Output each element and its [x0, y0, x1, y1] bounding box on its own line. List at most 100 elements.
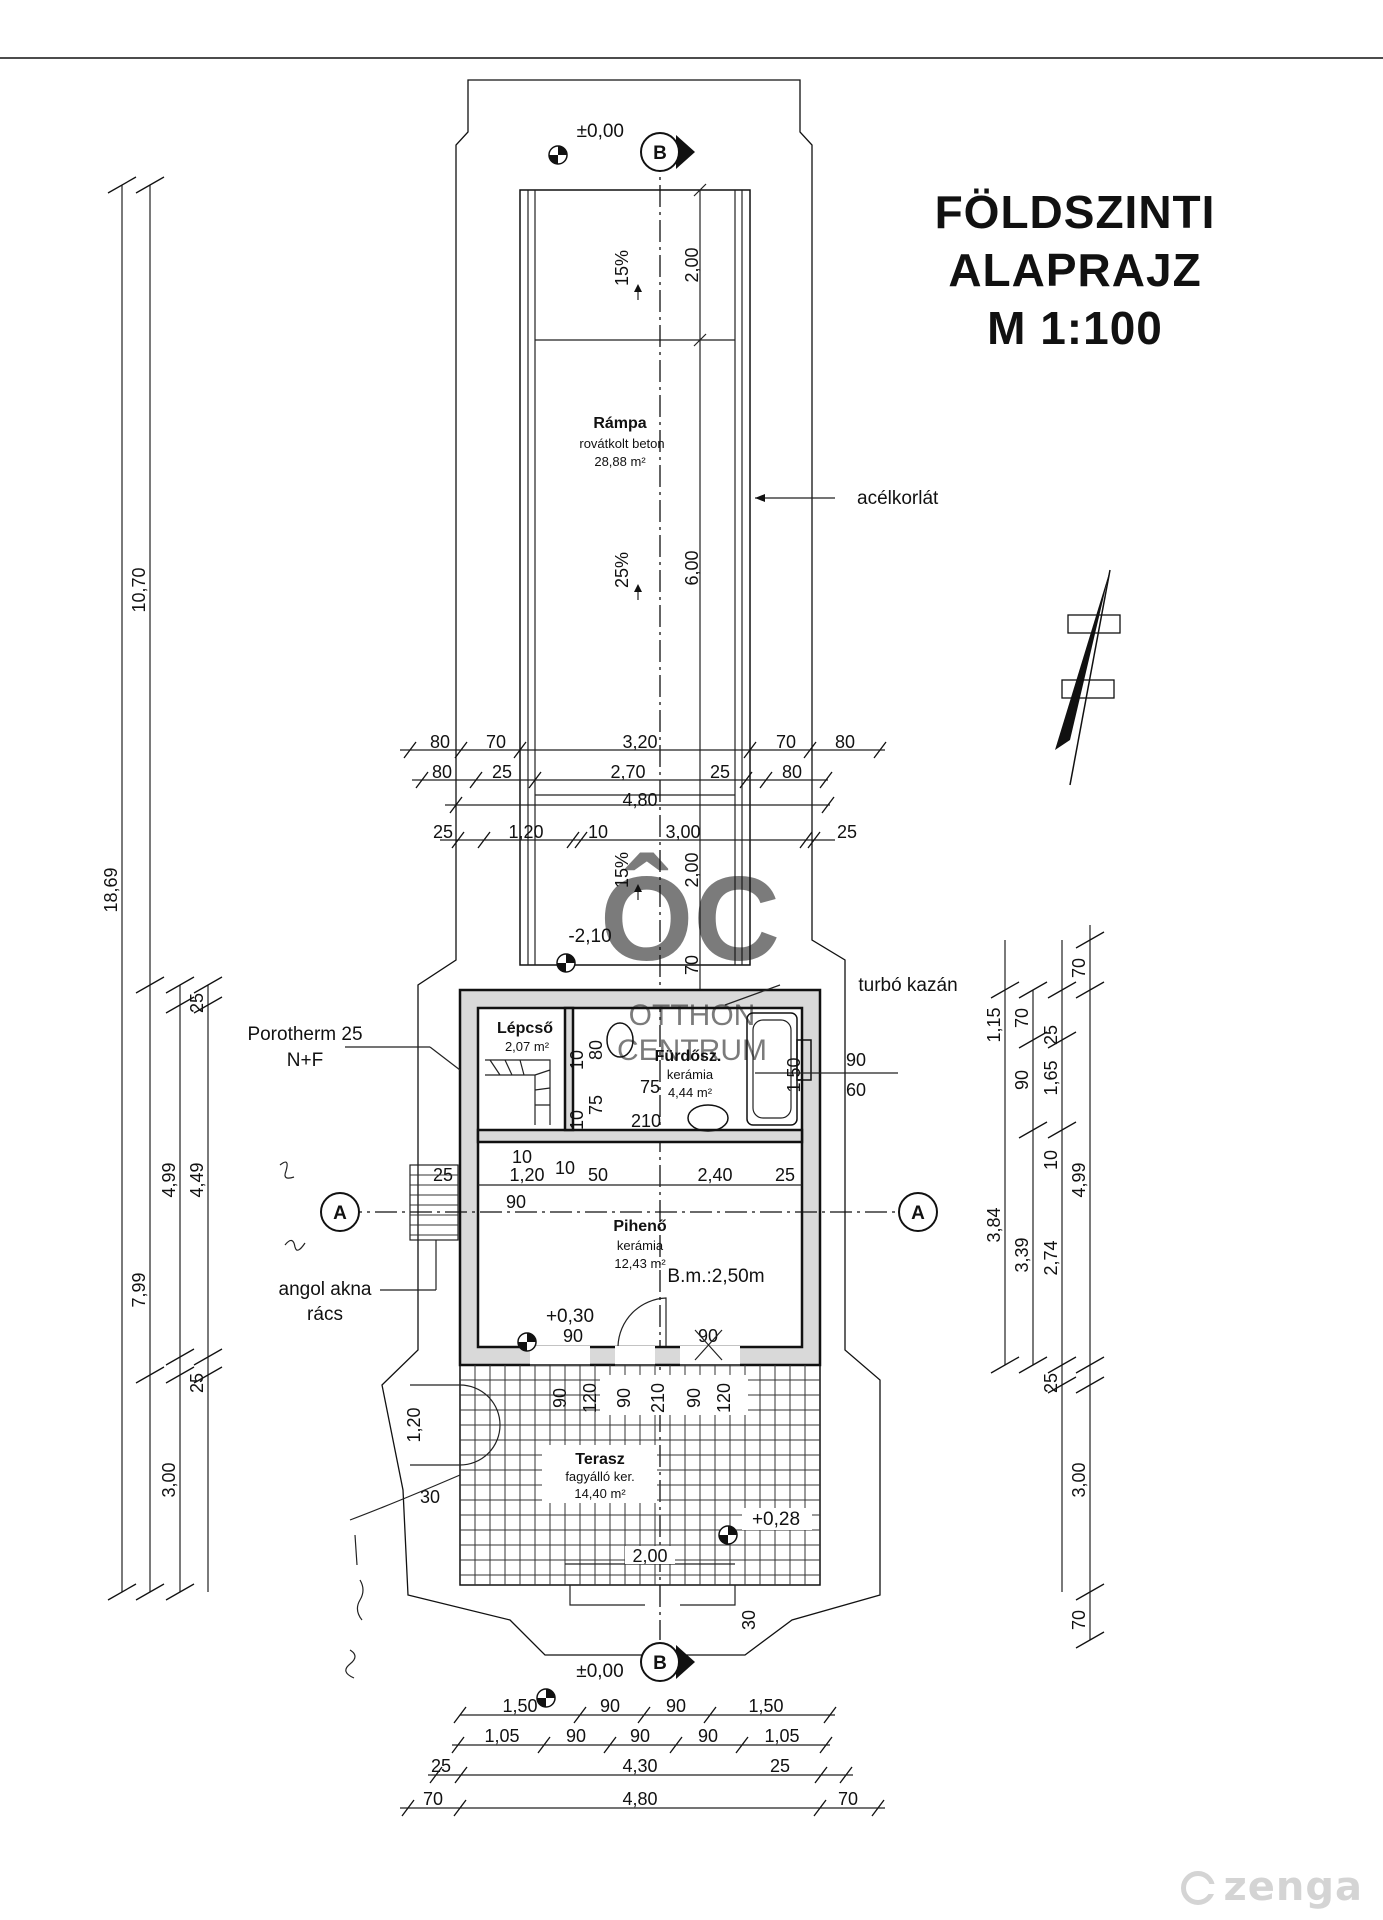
- rest-name: Pihenő: [613, 1218, 667, 1235]
- ramp-finish: rovátkolt beton: [579, 436, 664, 451]
- section-mark-b-bottom: B ±0,00: [536, 1642, 695, 1708]
- terrace: Terasz fagyálló ker. 14,40 m² 90 120 90 …: [404, 1364, 821, 1630]
- dim-right-9: 2,74: [1041, 1240, 1061, 1275]
- slope-1: 15%: [612, 250, 632, 286]
- dimension-chain-upper: 80 70 3,20 70 80 80 25 2,70 25 80 4,80 2…: [400, 732, 887, 849]
- terrace-t5: 90: [684, 1388, 704, 1408]
- dim-r2-2: 2,70: [610, 762, 645, 782]
- dim-b4-2: 70: [838, 1789, 858, 1809]
- section-a-right-label: A: [911, 1203, 925, 1224]
- dim-r2-4: 80: [782, 762, 802, 782]
- title-line-1: FÖLDSZINTI: [935, 186, 1216, 238]
- inner-i4: 2,40: [697, 1165, 732, 1185]
- dim-right-7: 3,84: [984, 1207, 1004, 1242]
- section-axis-a: A A: [320, 1192, 938, 1232]
- rest-room: Pihenő kerámia 12,43 m² B.m.:2,50m +0,30…: [517, 1218, 765, 1361]
- rest-height: B.m.:2,50m: [667, 1266, 764, 1287]
- terrace-t2: 120: [580, 1383, 600, 1413]
- watermark-line-2: CENTRUM: [617, 1034, 767, 1067]
- boiler-text: turbó kazán: [858, 975, 957, 996]
- dim-left-a: 10,70: [129, 567, 149, 612]
- zenga-brand-text: zenga: [1223, 1864, 1363, 1910]
- dim-right-11: 3,00: [1069, 1462, 1089, 1497]
- terrace-width: 2,00: [632, 1546, 667, 1566]
- terrace-t4: 210: [648, 1383, 668, 1413]
- bath-d4: 210: [631, 1111, 661, 1131]
- dim-r4-4: 25: [837, 822, 857, 842]
- bath-finish: kerámia: [667, 1067, 714, 1082]
- rest-area: 12,43 m²: [614, 1256, 666, 1271]
- dim-left-c-0: 25: [187, 993, 207, 1013]
- rest-finish: kerámia: [617, 1238, 664, 1253]
- dim-r2-0: 80: [432, 762, 452, 782]
- dim-right-4: 1,65: [1041, 1060, 1061, 1095]
- plan-title: FÖLDSZINTI ALAPRAJZ M 1:100: [935, 186, 1216, 354]
- boiler-gap: 70: [682, 955, 702, 975]
- zenga-logo: zenga: [1181, 1864, 1363, 1910]
- level-ramp-low: -2,10: [556, 926, 612, 973]
- terrace-bottom-gap: 30: [739, 1610, 759, 1630]
- dim-right-8: 3,39: [1012, 1237, 1032, 1272]
- dim-b1-0: 1,50: [502, 1696, 537, 1716]
- dim-right-2: 25: [1041, 1025, 1061, 1045]
- dim-b2-0: 1,05: [484, 1726, 519, 1746]
- dim-b2-2: 90: [630, 1726, 650, 1746]
- dim-r1-3: 70: [776, 732, 796, 752]
- section-b-top-label: B: [653, 143, 667, 164]
- dim-b3-1: 4,30: [622, 1756, 657, 1776]
- inner-i1: 1,20: [509, 1165, 544, 1185]
- dim-right-10: 25: [1041, 1373, 1061, 1393]
- dim-left-c-1: 4,99: [159, 1162, 179, 1197]
- dim-left-c-4: 3,00: [159, 1462, 179, 1497]
- dim-r1-1: 70: [486, 732, 506, 752]
- stair-area: 2,07 m²: [505, 1039, 550, 1054]
- dim-b2-1: 90: [566, 1726, 586, 1746]
- terrace-corner-dim: 30: [420, 1487, 440, 1507]
- bath-dim-w: 90: [846, 1050, 866, 1070]
- level-floor: +0,30: [546, 1306, 594, 1327]
- grate-label-2: rács: [307, 1304, 343, 1325]
- dim-r3: 4,80: [622, 790, 657, 810]
- inner-i3: 50: [588, 1165, 608, 1185]
- section-b-bottom-label: B: [653, 1653, 667, 1674]
- railing-label: acélkorlát: [755, 488, 939, 509]
- level-ramp-low-text: -2,10: [568, 926, 611, 947]
- dim-r4-1: 1,20: [508, 822, 543, 842]
- dim-b2-4: 1,05: [764, 1726, 799, 1746]
- otthon-centrum-watermark: ÔC OTTHON CENTRUM: [600, 851, 780, 1067]
- dim-right-0: 1,15: [984, 1007, 1004, 1042]
- dim-right-1: 70: [1012, 1008, 1032, 1028]
- bathroom: Fürdősz. kerámia 4,44 m² 90 60 1,50 80 1…: [567, 1012, 898, 1132]
- bath-d5: 10: [567, 1110, 587, 1130]
- inner-i8: 10: [512, 1147, 532, 1167]
- inner-dimensions: 1,20 10 50 2,40 25 25 90 10: [433, 1147, 802, 1212]
- dim-b1-1: 90: [600, 1696, 620, 1716]
- terrace-t3: 90: [614, 1388, 634, 1408]
- section-a-left-label: A: [333, 1203, 347, 1224]
- wall-type-2: N+F: [287, 1050, 323, 1071]
- dim-right-12: 70: [1069, 1610, 1089, 1630]
- bath-d3: 75: [586, 1095, 606, 1115]
- dim-r4-3: 3,00: [665, 822, 700, 842]
- bath-dim-h: 60: [846, 1080, 866, 1100]
- handwritten-marks: [279, 1161, 461, 1679]
- dim-left-c-3: 25: [187, 1373, 207, 1393]
- dim-b3-2: 25: [770, 1756, 790, 1776]
- section-mark-b-top: B ±0,00: [548, 121, 695, 172]
- terrace-name: Terasz: [575, 1451, 625, 1468]
- dim-r4-0: 25: [433, 822, 453, 842]
- inner-i5: 25: [775, 1165, 795, 1185]
- inner-i7: 90: [506, 1192, 526, 1212]
- dimension-chain-lower: 1,50 90 90 1,50 1,05 90 90 90 1,05 25 4,…: [400, 1696, 885, 1817]
- door-2-dim: 90: [698, 1326, 718, 1346]
- watermark-line-1: OTTHON: [629, 999, 756, 1032]
- grate-label-1: angol akna: [279, 1279, 372, 1300]
- dim-r2-3: 25: [710, 762, 730, 782]
- dim-left-b: 7,99: [129, 1272, 149, 1307]
- dim-left-c-2: 4,49: [187, 1162, 207, 1197]
- bath-d2: 75: [640, 1077, 660, 1097]
- zenga-circle-icon: [1181, 1871, 1217, 1905]
- terrace-finish: fagyálló ker.: [565, 1469, 634, 1484]
- bath-area: 4,44 m²: [668, 1085, 713, 1100]
- dim-right-3: 90: [1012, 1070, 1032, 1090]
